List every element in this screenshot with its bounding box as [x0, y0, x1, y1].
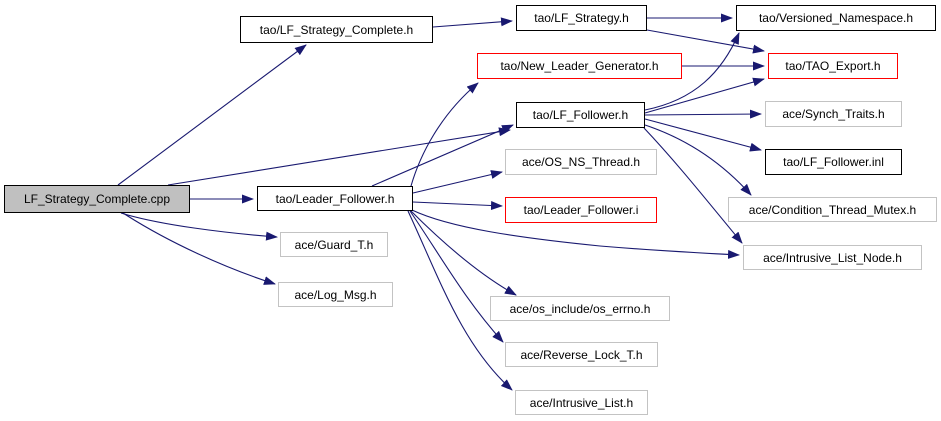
edge-lf-strategy-complete-cpp-to-lf-strategy-complete-h [117, 44, 307, 186]
edge-lf-strategy-complete-cpp-to-guard-t-h [120, 212, 278, 241]
edge-lf-strategy-complete-h-to-lf-strategy-h [432, 17, 513, 28]
edge-leader-follower-h-to-lf-follower-h [371, 124, 514, 187]
edge-leader-follower-h-to-new-leader-generator-h [410, 82, 479, 187]
node-log-msg-h: ace/Log_Msg.h [278, 282, 393, 307]
node-lf-follower-h[interactable]: tao/LF_Follower.h [516, 102, 645, 128]
edge-lf-follower-h-to-synch-traits-h [644, 109, 762, 119]
edge-leader-follower-h-to-os-errno-h [410, 210, 517, 296]
edge-lf-follower-h-to-tao-export-h [644, 77, 765, 114]
node-lf-strategy-h[interactable]: tao/LF_Strategy.h [516, 5, 647, 31]
node-lf-strategy-complete-h[interactable]: tao/LF_Strategy_Complete.h [240, 16, 433, 43]
node-leader-follower-h[interactable]: tao/Leader_Follower.h [257, 186, 413, 211]
node-os-ns-thread-h: ace/OS_NS_Thread.h [505, 149, 657, 175]
node-condition-thread-mutex-h: ace/Condition_Thread_Mutex.h [728, 197, 937, 222]
node-leader-follower-i[interactable]: tao/Leader_Follower.i [505, 197, 657, 223]
edge-lf-strategy-h-to-tao-export-h [646, 29, 765, 54]
edge-lf-strategy-complete-cpp-to-log-msg-h [122, 212, 276, 285]
node-synch-traits-h: ace/Synch_Traits.h [765, 101, 902, 127]
node-reverse-lock-t-h: ace/Reverse_Lock_T.h [505, 342, 658, 367]
node-versioned-namespace-h[interactable]: tao/Versioned_Namespace.h [736, 5, 936, 31]
edge-lf-follower-h-to-lf-follower-inl [644, 118, 762, 152]
node-lf-follower-inl[interactable]: tao/LF_Follower.inl [765, 149, 902, 175]
edge-leader-follower-h-to-leader-follower-i [412, 201, 503, 211]
node-new-leader-generator-h[interactable]: tao/New_Leader_Generator.h [477, 53, 682, 79]
node-os-errno-h: ace/os_include/os_errno.h [490, 296, 670, 321]
edge-leader-follower-h-to-reverse-lock-t-h [409, 210, 504, 343]
node-tao-export-h[interactable]: tao/TAO_Export.h [768, 53, 898, 79]
edge-lf-follower-h-to-condition-thread-mutex-h [644, 124, 752, 196]
edge-lf-strategy-complete-cpp-to-lf-follower-h [167, 127, 511, 186]
node-intrusive-list-h: ace/Intrusive_List.h [515, 390, 648, 415]
node-intrusive-list-node-h: ace/Intrusive_List_Node.h [743, 245, 922, 270]
edge-lf-follower-h-to-intrusive-list-node-h [643, 127, 743, 244]
edge-leader-follower-h-to-os-ns-thread-h [412, 170, 503, 194]
node-lf-strategy-complete-cpp: LF_Strategy_Complete.cpp [4, 185, 190, 213]
node-guard-t-h: ace/Guard_T.h [280, 232, 388, 257]
